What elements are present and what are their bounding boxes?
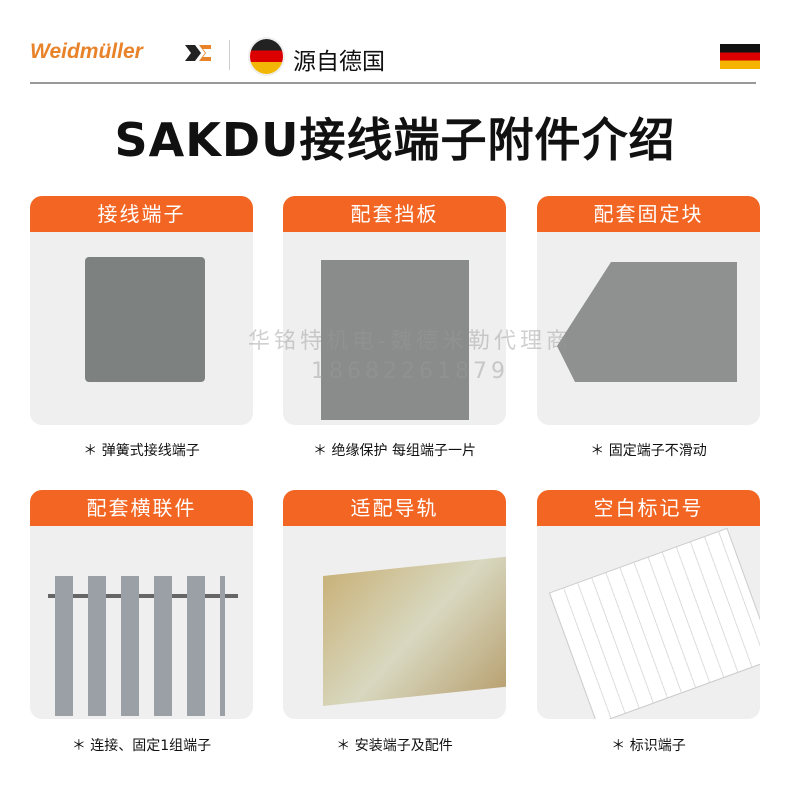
divider [229,40,230,70]
card-caption: ＊ 弹簧式接线端子 [83,443,200,459]
card-caption: ＊ 绝缘保护 每组端子一片 [313,443,476,459]
germany-flag-icon [720,44,760,69]
card-caption: ＊ 固定端子不滑动 [590,443,707,459]
marker-image [548,527,760,719]
card-terminal: 接线端子 [30,196,253,425]
watermark-phone: 18682261879 [311,359,509,384]
header-divider [30,82,756,84]
card-caption: ＊ 连接、固定1组端子 [71,738,212,754]
din-rail-image [323,556,506,706]
card-label: 空白标记号 [537,490,760,526]
card-din-rail: 适配导轨 [283,490,506,719]
card-marker: 空白标记号 [537,490,760,719]
card-label: 接线端子 [30,196,253,232]
end-plate-image [321,260,469,420]
watermark-text: 华铭特机电-魏德米勒代理商 [248,329,572,354]
card-end-bracket: 配套固定块 [537,196,760,425]
card-cross-connector: 配套横联件 [30,490,253,719]
terminal-image [85,257,205,382]
end-bracket-image [557,262,737,382]
card-label: 配套固定块 [537,196,760,232]
page-title: SAKDU接线端子附件介绍 [114,113,676,167]
watermark: 华铭特机电-魏德米勒代理商 18682261879 [245,327,575,387]
card-caption: ＊ 标识端子 [611,738,686,754]
card-caption: ＊ 安装端子及配件 [336,738,453,754]
card-label: 配套挡板 [283,196,506,232]
weidmuller-logo: Weidmüller [30,40,143,63]
germany-ball-icon [250,39,283,74]
card-label: 适配导轨 [283,490,506,526]
origin-text: 源自德国 [293,49,385,75]
weidmuller-mark-icon [185,45,211,61]
cross-connector-image [30,526,253,719]
card-label: 配套横联件 [30,490,253,526]
card-end-plate: 配套挡板 [283,196,506,425]
